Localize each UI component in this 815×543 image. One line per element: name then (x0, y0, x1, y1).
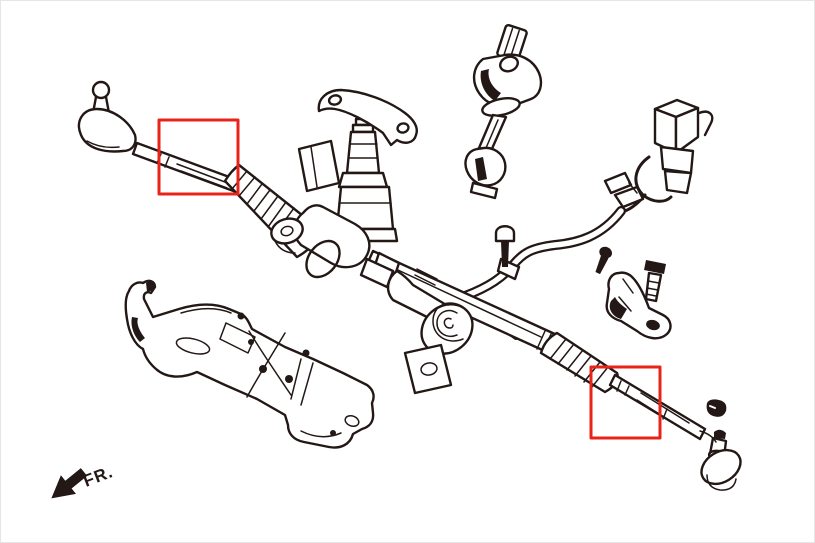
housing-port (305, 239, 341, 279)
foot-slot (344, 414, 360, 428)
mount-boss (270, 217, 304, 245)
motor-spiral (432, 302, 464, 342)
motor-face (420, 303, 474, 355)
subframe-brace-plate (124, 279, 375, 449)
yoke-shade (480, 69, 501, 101)
left-tie-rod-end (77, 80, 137, 153)
right-tie-rod-end (699, 429, 742, 491)
mount-bolt-c (644, 260, 666, 303)
top-stay-bracket (317, 88, 418, 147)
rack-clamp-ring (414, 268, 438, 286)
right-bellows-boot (539, 331, 619, 394)
fr-direction-label: FR. (81, 462, 116, 491)
harness-connector (603, 98, 714, 215)
joint-collar (481, 97, 521, 117)
highlight-box-right-inner-tie-rod (589, 365, 662, 440)
boot-ribs (549, 338, 609, 388)
shaft-collar (337, 171, 389, 189)
small-mount-bracket (605, 271, 672, 340)
eps-motor (359, 251, 474, 395)
steering-gear-housing (270, 117, 399, 279)
fr-direction-arrow-icon (51, 468, 88, 499)
small-screw-b (595, 246, 612, 275)
left-crease-shade (131, 317, 145, 342)
connector-latch (697, 110, 714, 137)
stamped-rib-window (219, 322, 256, 354)
right-tie-rod-shaft (608, 373, 707, 441)
hook-tip-shade (146, 281, 155, 292)
ball-housing (77, 107, 137, 153)
motor-mount-bracket (403, 343, 453, 395)
input-shaft (345, 130, 381, 175)
stud-cap (714, 429, 726, 439)
tie-rod-lock-nut (706, 399, 727, 417)
slot-hole (175, 337, 211, 355)
harness-wrap (634, 155, 673, 203)
steering-universal-joint (464, 23, 543, 200)
lower-yoke (464, 146, 507, 187)
connector-neck (659, 145, 695, 175)
ball-housing (700, 448, 742, 486)
bracket-box (297, 139, 341, 193)
x-brace (246, 330, 314, 406)
mount-bolt-a (494, 225, 516, 267)
highlight-box-left-inner-tie-rod (157, 118, 240, 196)
